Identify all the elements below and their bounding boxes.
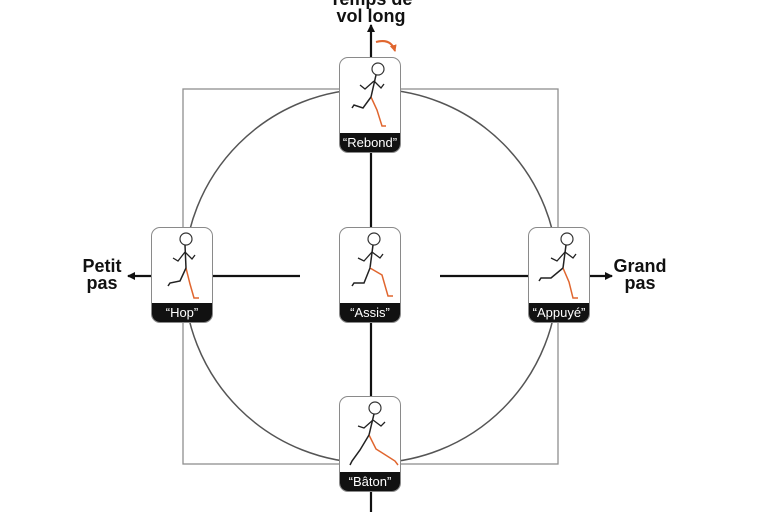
card-top: “Rebond”	[339, 57, 401, 153]
card-right: “Appuyé”	[528, 227, 590, 323]
runner-figure-icon	[349, 401, 399, 466]
rotation-arrow	[375, 40, 397, 52]
card-left-caption: “Hop”	[152, 303, 212, 322]
axis-label-right: Grand pas	[603, 256, 677, 293]
card-top-caption: “Rebond”	[340, 133, 400, 152]
card-bottom: “Bâton”	[339, 396, 401, 492]
runner-figure-icon	[167, 232, 199, 299]
axis-label-right-line2: pas	[624, 273, 656, 293]
axis-label-left: Petit pas	[68, 256, 136, 293]
card-center-caption: “Assis”	[340, 303, 400, 322]
runner-figure-icon	[351, 62, 386, 127]
axis-label-right-line1: Grand	[613, 256, 667, 276]
card-bottom-caption: “Bâton”	[340, 472, 400, 491]
axis-label-top: Temps de vol long	[316, 0, 426, 25]
card-center: “Assis”	[339, 227, 401, 323]
card-right-caption: “Appuyé”	[529, 303, 589, 322]
axis-label-top-line2: vol long	[336, 6, 406, 26]
card-left: “Hop”	[151, 227, 213, 323]
axis-label-top-line1: Temps de	[316, 0, 426, 8]
runner-figure-icon	[538, 232, 578, 299]
axis-label-left-line1: Petit	[82, 256, 122, 276]
runner-figure-icon	[351, 232, 393, 297]
axis-label-left-line2: pas	[86, 273, 118, 293]
